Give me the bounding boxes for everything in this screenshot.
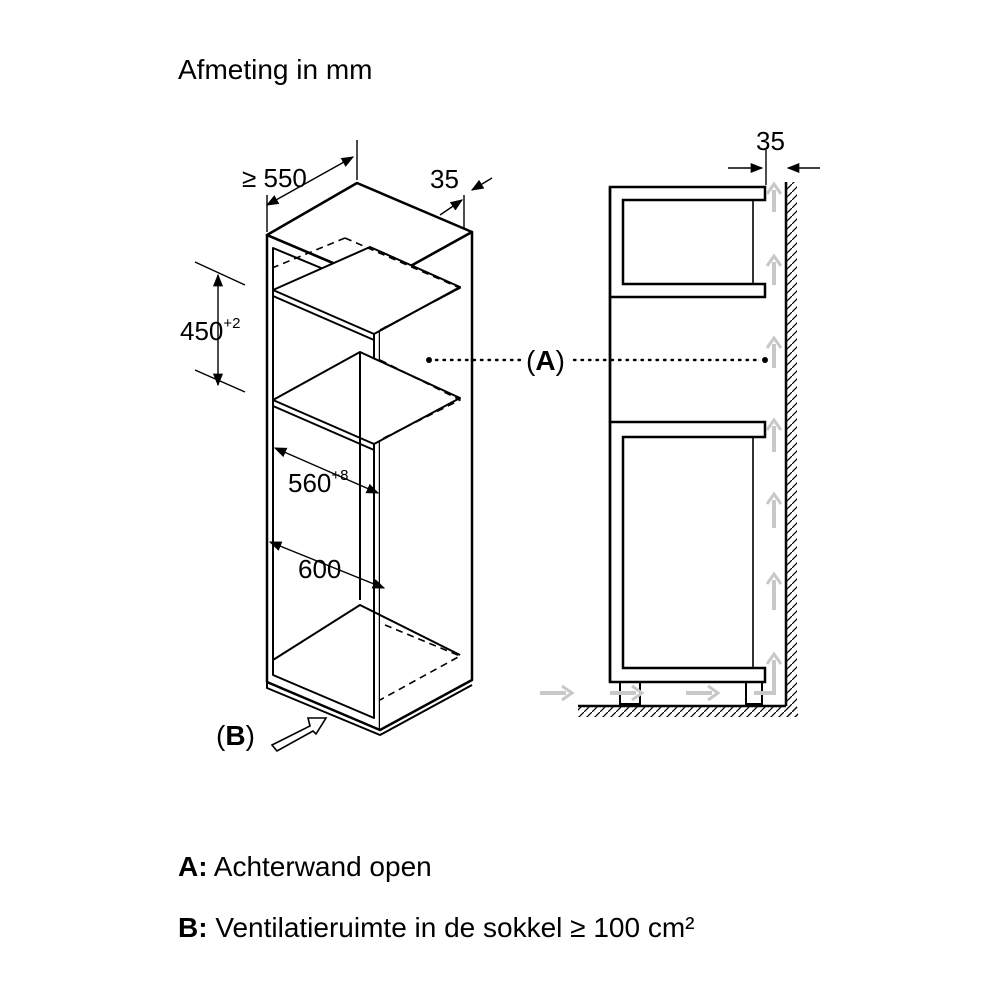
marker-b: (B) xyxy=(216,720,255,751)
depth-label: ≥ 550 xyxy=(242,163,307,193)
legend-b-text: Ventilatieruimte in de sokkel ≥ 100 cm² xyxy=(215,912,695,943)
width-outer-label: 600 xyxy=(298,554,341,584)
legend-b-key: B: xyxy=(178,912,208,943)
dimension-lines-right xyxy=(728,150,820,185)
legend-a: A: Achterwand open xyxy=(178,853,432,881)
gap-side-label: 35 xyxy=(756,126,785,156)
airflow-arrows xyxy=(540,181,783,702)
legend-a-key: A: xyxy=(178,851,208,882)
wall-hatching xyxy=(787,182,797,717)
width-inner-label: 560+8 xyxy=(288,467,349,498)
legend-b: B: Ventilatieruimte in de sokkel ≥ 100 c… xyxy=(178,914,694,942)
page-title: Afmeting in mm xyxy=(178,54,373,85)
cabinet-isometric xyxy=(265,181,474,736)
dimension-lines-left xyxy=(194,140,493,753)
height-main-label: 450+2 xyxy=(180,315,241,346)
legend-a-text: Achterwand open xyxy=(213,851,432,882)
side-section xyxy=(578,182,788,708)
a-leader xyxy=(426,357,768,363)
marker-a: (A) xyxy=(526,345,565,376)
floor-hatching xyxy=(578,707,798,717)
gap-top-label: 35 xyxy=(430,164,459,194)
